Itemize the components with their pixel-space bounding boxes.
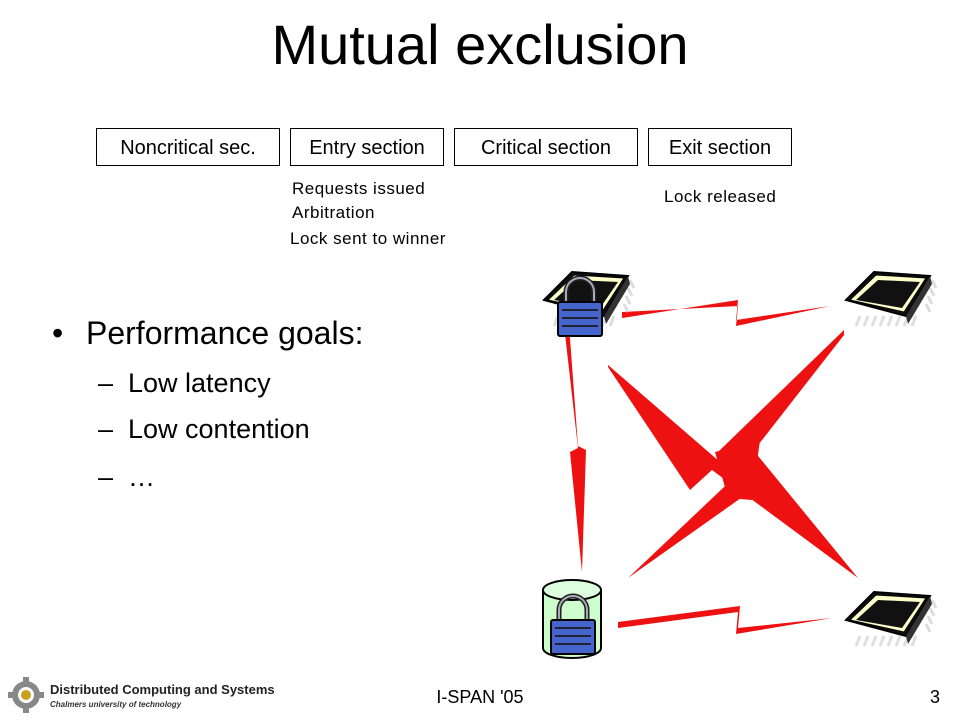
sub-item-label: Low latency [128,368,271,398]
sub-item-label: Low contention [128,414,310,444]
sub-item-ellipsis: –… [98,462,155,492]
note-arbitration: Arbitration [292,203,375,222]
phase-noncritical: Noncritical sec. [96,128,280,166]
processor-chip-bottom-right [844,590,938,648]
sub-item-low-latency: –Low latency [98,368,271,398]
gear-icon [8,677,44,713]
phase-critical: Critical section [454,128,638,166]
phase-exit: Exit section [648,128,792,166]
page-number: 3 [929,687,940,707]
lightning-left [564,325,586,572]
lightning-bottom [618,606,832,634]
processor-chip-top-right [844,270,938,328]
dcs-logo: Distributed Computing and Systems Chalme… [8,677,275,713]
phase-entry: Entry section [290,128,444,166]
footer-conference: I-SPAN '05 [436,687,524,707]
bullet-performance-goals: • Performance goals: [52,310,363,356]
note-lock-sent: Lock sent to winner [290,229,446,248]
logo-line2: Chalmers university of technology [50,700,182,709]
sub-item-label: … [128,462,155,492]
slide-title: Mutual exclusion [271,13,689,76]
note-requests-issued: Requests issued [292,179,426,198]
lightning-junction [715,440,760,500]
logo-line1: Distributed Computing and Systems [50,682,275,697]
lightning-top [622,300,830,326]
note-lock-released: Lock released [664,187,777,206]
bullet-heading: Performance goals: [86,315,364,351]
bullet-dot: • [52,315,64,351]
sub-item-low-contention: –Low contention [98,414,310,444]
